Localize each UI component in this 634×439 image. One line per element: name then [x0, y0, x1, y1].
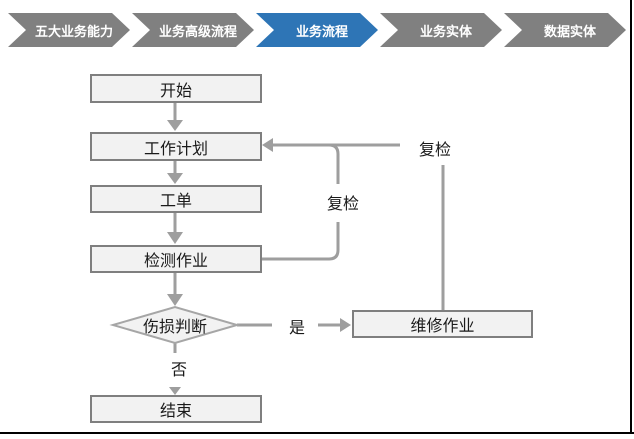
loop-inner-recheck-lower	[262, 222, 340, 261]
banner-step-high-level-process[interactable]: 业务高级流程	[132, 13, 254, 47]
arrowhead-icon	[167, 294, 183, 306]
banner-step-business-entity[interactable]: 业务实体	[380, 13, 502, 47]
node-work-plan-label: 工作计划	[143, 140, 208, 158]
banner-step-five-capabilities[interactable]: 五大业务能力	[8, 13, 130, 47]
arrowhead-icon	[169, 387, 181, 395]
banner-step-data-entity[interactable]: 数据实体	[504, 13, 626, 47]
arrowhead-icon	[167, 232, 183, 244]
arrowhead-icon	[167, 120, 183, 131]
banner-step-label: 五大业务能力	[34, 23, 113, 39]
node-work-order-label: 工单	[159, 193, 192, 210]
node-repair-label: 维修作业	[410, 318, 475, 335]
recheck-inner-text: 复检	[326, 196, 359, 213]
edge-label-recheck-outer: 复检	[412, 136, 458, 160]
no-text: 否	[170, 362, 187, 379]
arrowhead-icon	[340, 318, 351, 332]
frame-border-right	[630, 0, 632, 434]
arrowhead-icon	[262, 138, 273, 152]
node-work-plan: 工作计划	[90, 132, 262, 161]
node-repair: 维修作业	[352, 310, 533, 338]
edge-label-no: 否	[165, 357, 193, 379]
loop-inner-recheck-upper	[328, 143, 340, 184]
edge-label-yes: 是	[283, 315, 311, 337]
banner-step-business-process-active[interactable]: 业务流程	[256, 13, 378, 47]
node-end: 结束	[90, 395, 262, 423]
recheck-outer-text: 复检	[418, 142, 451, 159]
node-damage-decision-label: 伤损判断	[142, 319, 207, 336]
process-step-banner: 五大业务能力 业务高级流程 业务流程 业务实体 数据实体	[0, 13, 634, 47]
node-inspection-label: 检测作业	[143, 253, 208, 270]
node-work-order: 工单	[90, 185, 262, 213]
yes-text: 是	[288, 320, 305, 337]
frame-border-bottom	[0, 432, 634, 434]
decision-diamond-shape	[109, 305, 241, 345]
node-start: 开始	[90, 74, 262, 103]
banner-step-label: 业务流程	[295, 23, 348, 39]
node-start-label: 开始	[159, 82, 192, 100]
edge-label-recheck-inner: 复检	[320, 190, 366, 214]
banner-step-label: 数据实体	[543, 23, 596, 39]
banner-step-label: 业务高级流程	[158, 23, 237, 39]
banner-step-label: 业务实体	[419, 23, 472, 39]
node-end-label: 结束	[159, 403, 192, 420]
arrowhead-icon	[167, 173, 183, 184]
node-inspection: 检测作业	[90, 245, 262, 273]
node-damage-decision: 伤损判断	[113, 307, 237, 343]
